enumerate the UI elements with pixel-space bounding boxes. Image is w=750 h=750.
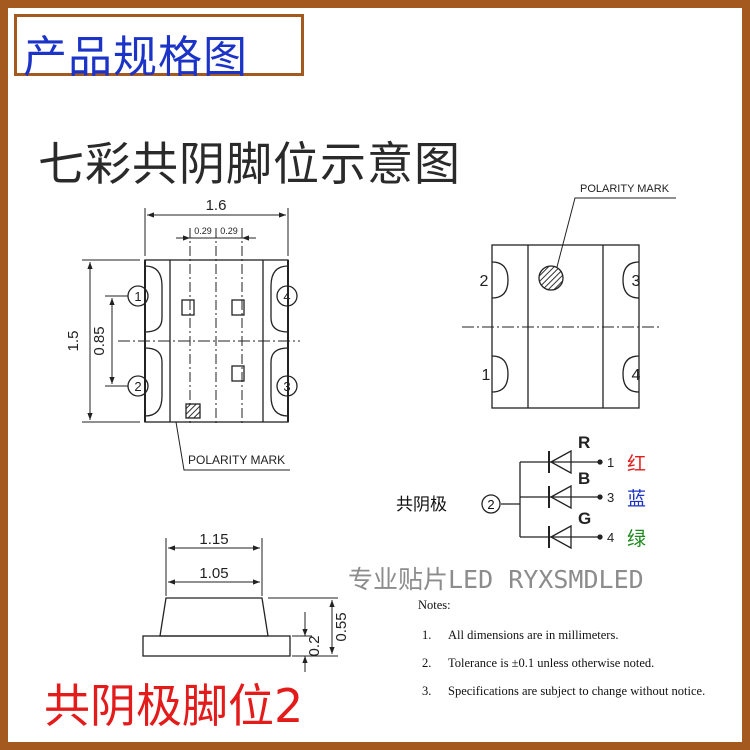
side-view <box>142 538 338 672</box>
note-text: Tolerance is ±0.1 unless otherwise noted… <box>448 656 655 670</box>
bottom-pin-4-label: 4 <box>632 367 641 384</box>
chip-die <box>181 299 195 316</box>
notes-title: Notes: <box>418 598 451 612</box>
bottom-pin-1-label: 1 <box>482 367 491 384</box>
channel-g-color-name: 绿 <box>627 528 646 550</box>
dim-base-height-label: 0.2 <box>306 636 323 657</box>
channel-g-letter: G <box>578 509 591 528</box>
pin-circle <box>276 375 298 397</box>
note-number: 2. <box>422 656 432 670</box>
polarity-mark-label: POLARITY MARK <box>188 453 285 467</box>
dim-pad2-label: 0.29 <box>220 226 238 236</box>
channel-b-letter: B <box>578 469 590 488</box>
top-view <box>82 208 300 471</box>
bottom-polarity-mark-label: POLARITY MARK <box>580 183 670 195</box>
pad-notch <box>270 265 289 333</box>
note-number: 3. <box>422 684 432 698</box>
chip-die <box>231 365 245 382</box>
channel-r-letter: R <box>578 433 590 452</box>
pin-2-label: 2 <box>134 379 141 394</box>
note-number: 1. <box>422 628 432 642</box>
common-pin-label: 2 <box>487 497 494 512</box>
dim-width-label: 1.6 <box>206 197 227 214</box>
dim-pad1-label: 0.29 <box>194 226 212 236</box>
diagram-heading: 七彩共阴脚位示意图 <box>38 137 461 191</box>
pad-notch <box>622 355 640 393</box>
common-pin-circle <box>481 494 501 514</box>
channel-b-color-name: 蓝 <box>627 488 646 510</box>
diode-blue <box>548 484 572 510</box>
diode-green <box>548 524 572 550</box>
pad-notch <box>270 347 289 417</box>
dim-top-width-label: 1.15 <box>199 531 228 548</box>
side-view-lens <box>159 597 269 637</box>
common-cathode-label: 共阴极 <box>396 495 447 514</box>
pad-notch <box>622 261 640 299</box>
channel-r-pin: 1 <box>607 455 614 470</box>
dim-pitch-label: 0.85 <box>91 326 108 355</box>
pin-4-label: 4 <box>283 289 290 304</box>
polarity-mark-square <box>185 403 201 419</box>
bottom-view <box>462 197 676 409</box>
bottom-pin-2-label: 2 <box>480 273 489 290</box>
chip-die <box>231 299 245 316</box>
dim-mid-width-label: 1.05 <box>199 565 228 582</box>
dim-height-label: 1.5 <box>65 331 82 352</box>
watermark-text: 专业贴片LED RYXSMDLED <box>348 565 644 594</box>
page-title: 产品规格图 <box>23 32 248 83</box>
pad-notch <box>491 261 509 299</box>
note-text: All dimensions are in millimeters. <box>448 628 619 642</box>
pin-1-label: 1 <box>134 289 141 304</box>
bottom-pin-3-label: 3 <box>632 273 641 290</box>
pin-circle <box>276 285 298 307</box>
pad-notch <box>491 355 509 393</box>
side-view-base <box>142 635 291 657</box>
pad-notch <box>144 347 163 417</box>
footer-pin-label: 共阴极脚位2 <box>44 679 304 733</box>
pin-3-label: 3 <box>283 379 290 394</box>
title-box: 产品规格图 <box>14 14 304 83</box>
diode-red <box>548 449 572 475</box>
pad-notch <box>144 265 163 333</box>
circuit-schematic <box>481 449 603 550</box>
polarity-mark-dot <box>538 265 564 291</box>
channel-r-color-name: 红 <box>627 453 646 475</box>
note-text: Specifications are subject to change wit… <box>448 684 706 698</box>
channel-g-pin: 4 <box>607 530 614 545</box>
dim-total-height-label: 0.55 <box>333 612 350 641</box>
channel-b-pin: 3 <box>607 490 614 505</box>
